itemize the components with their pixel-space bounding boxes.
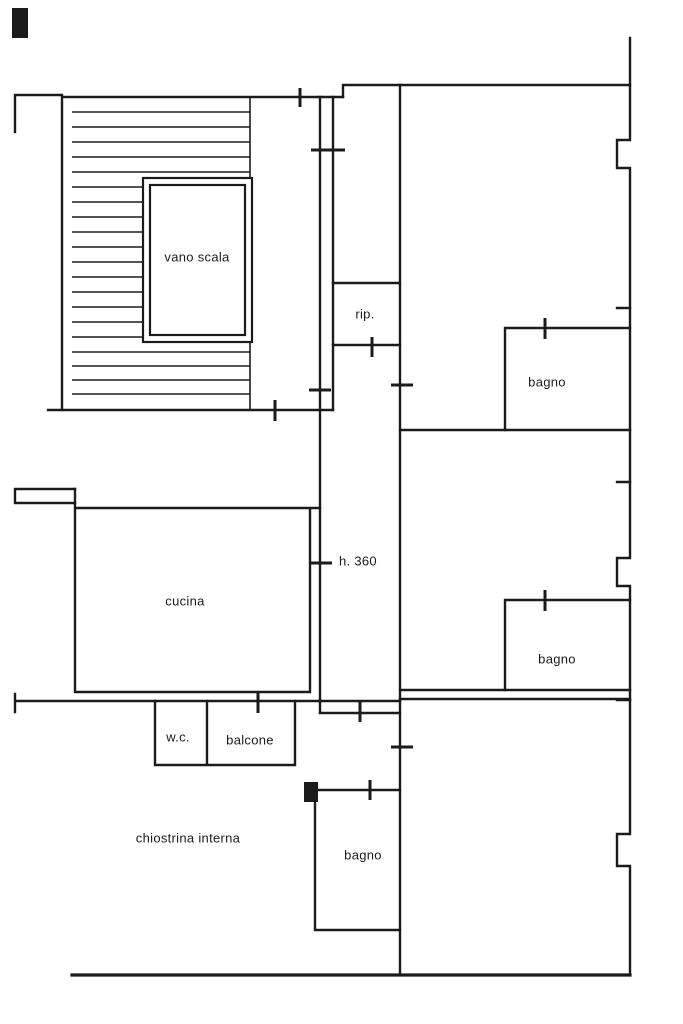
room-label-wc: w.c. [166, 729, 190, 745]
wall-chunk [304, 782, 318, 802]
room-label-corridor-height: h. 360 [339, 553, 377, 569]
door-ticks [256, 88, 547, 800]
scan-artifact-blob [12, 8, 28, 38]
room-label-bagno-lower: bagno [344, 847, 382, 863]
stairs-hatching [72, 97, 251, 410]
stairwell-core-box [141, 176, 254, 344]
wall-lines [13, 36, 632, 977]
room-label-balcone: balcone [226, 732, 274, 748]
room-label-bagno-upper: bagno [528, 374, 566, 390]
room-label-chiostrina: chiostrina interna [135, 830, 241, 846]
room-label-vano-scala: vano scala [164, 249, 230, 265]
room-label-cucina: cucina [165, 593, 205, 609]
room-label-rip: rip. [355, 306, 375, 322]
room-label-bagno-middle: bagno [538, 651, 576, 667]
